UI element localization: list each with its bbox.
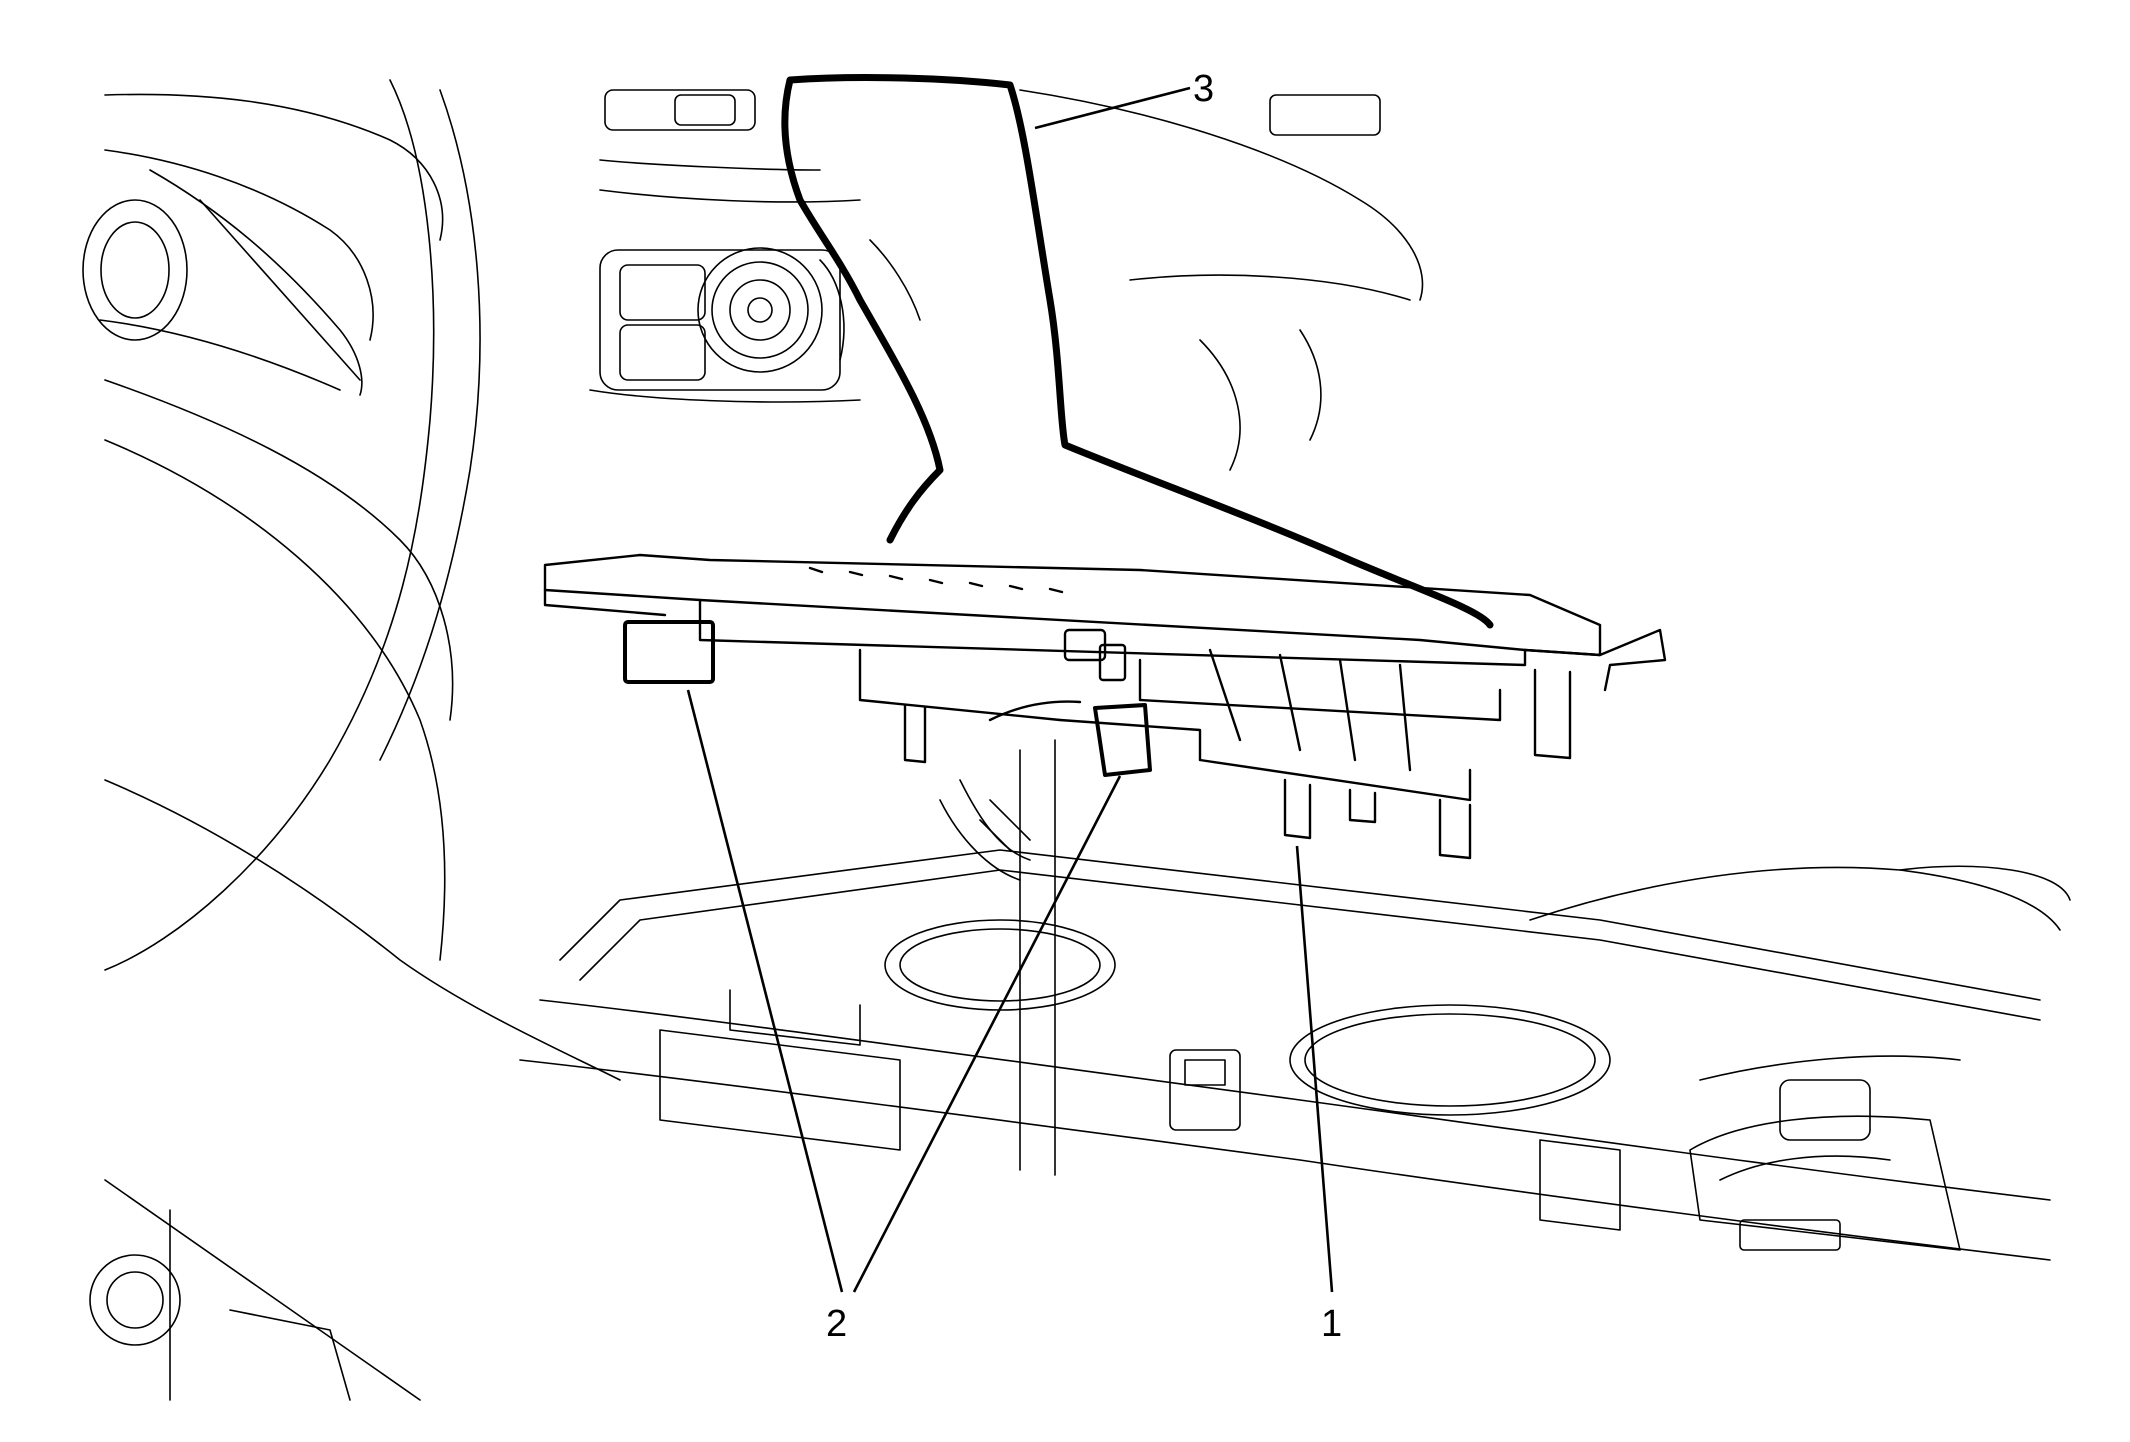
shift-boot	[781, 74, 1494, 629]
callout-2: 2	[826, 1303, 847, 1345]
callout-3: 3	[1193, 68, 1214, 110]
leader-line-2a	[686, 689, 844, 1293]
leader-line-3	[1034, 86, 1191, 130]
callout-labels: 3 2 1	[826, 68, 1342, 1345]
leader-line-2b	[852, 775, 1122, 1293]
leader-line-1	[1295, 845, 1334, 1293]
callout-1: 1	[1321, 1303, 1342, 1345]
shifter-trim-plate	[543, 553, 1667, 860]
dashboard-background	[82, 79, 2071, 1401]
leader-lines	[686, 86, 1334, 1293]
